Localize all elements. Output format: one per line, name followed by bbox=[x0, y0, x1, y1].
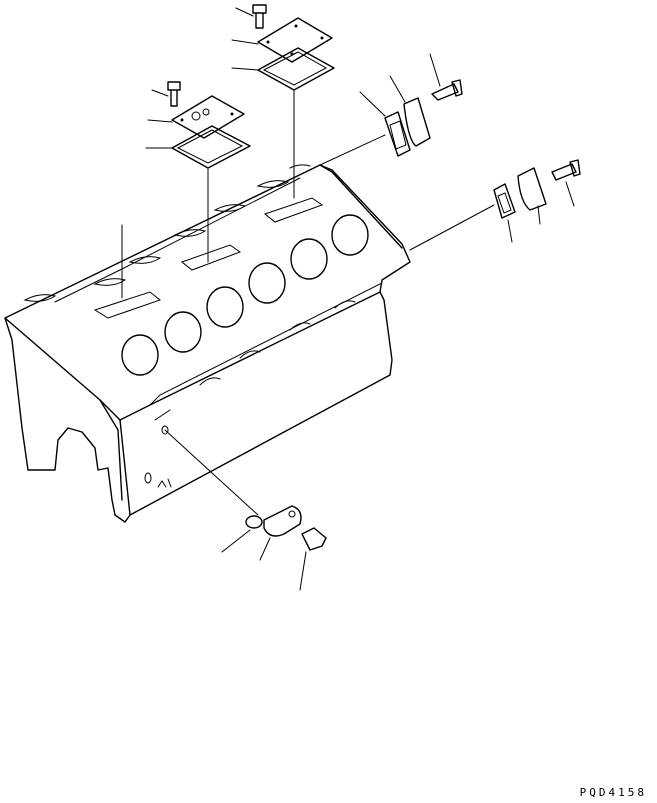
lower-plug-set bbox=[164, 429, 327, 591]
side-plate-set-upper bbox=[319, 53, 463, 166]
top-cover-set-left bbox=[121, 81, 251, 299]
engine-block bbox=[4, 164, 411, 523]
top-cover-set-right bbox=[231, 4, 335, 199]
drawing-code: PQD4158 bbox=[579, 786, 647, 799]
side-plate-set-lower bbox=[409, 159, 581, 251]
